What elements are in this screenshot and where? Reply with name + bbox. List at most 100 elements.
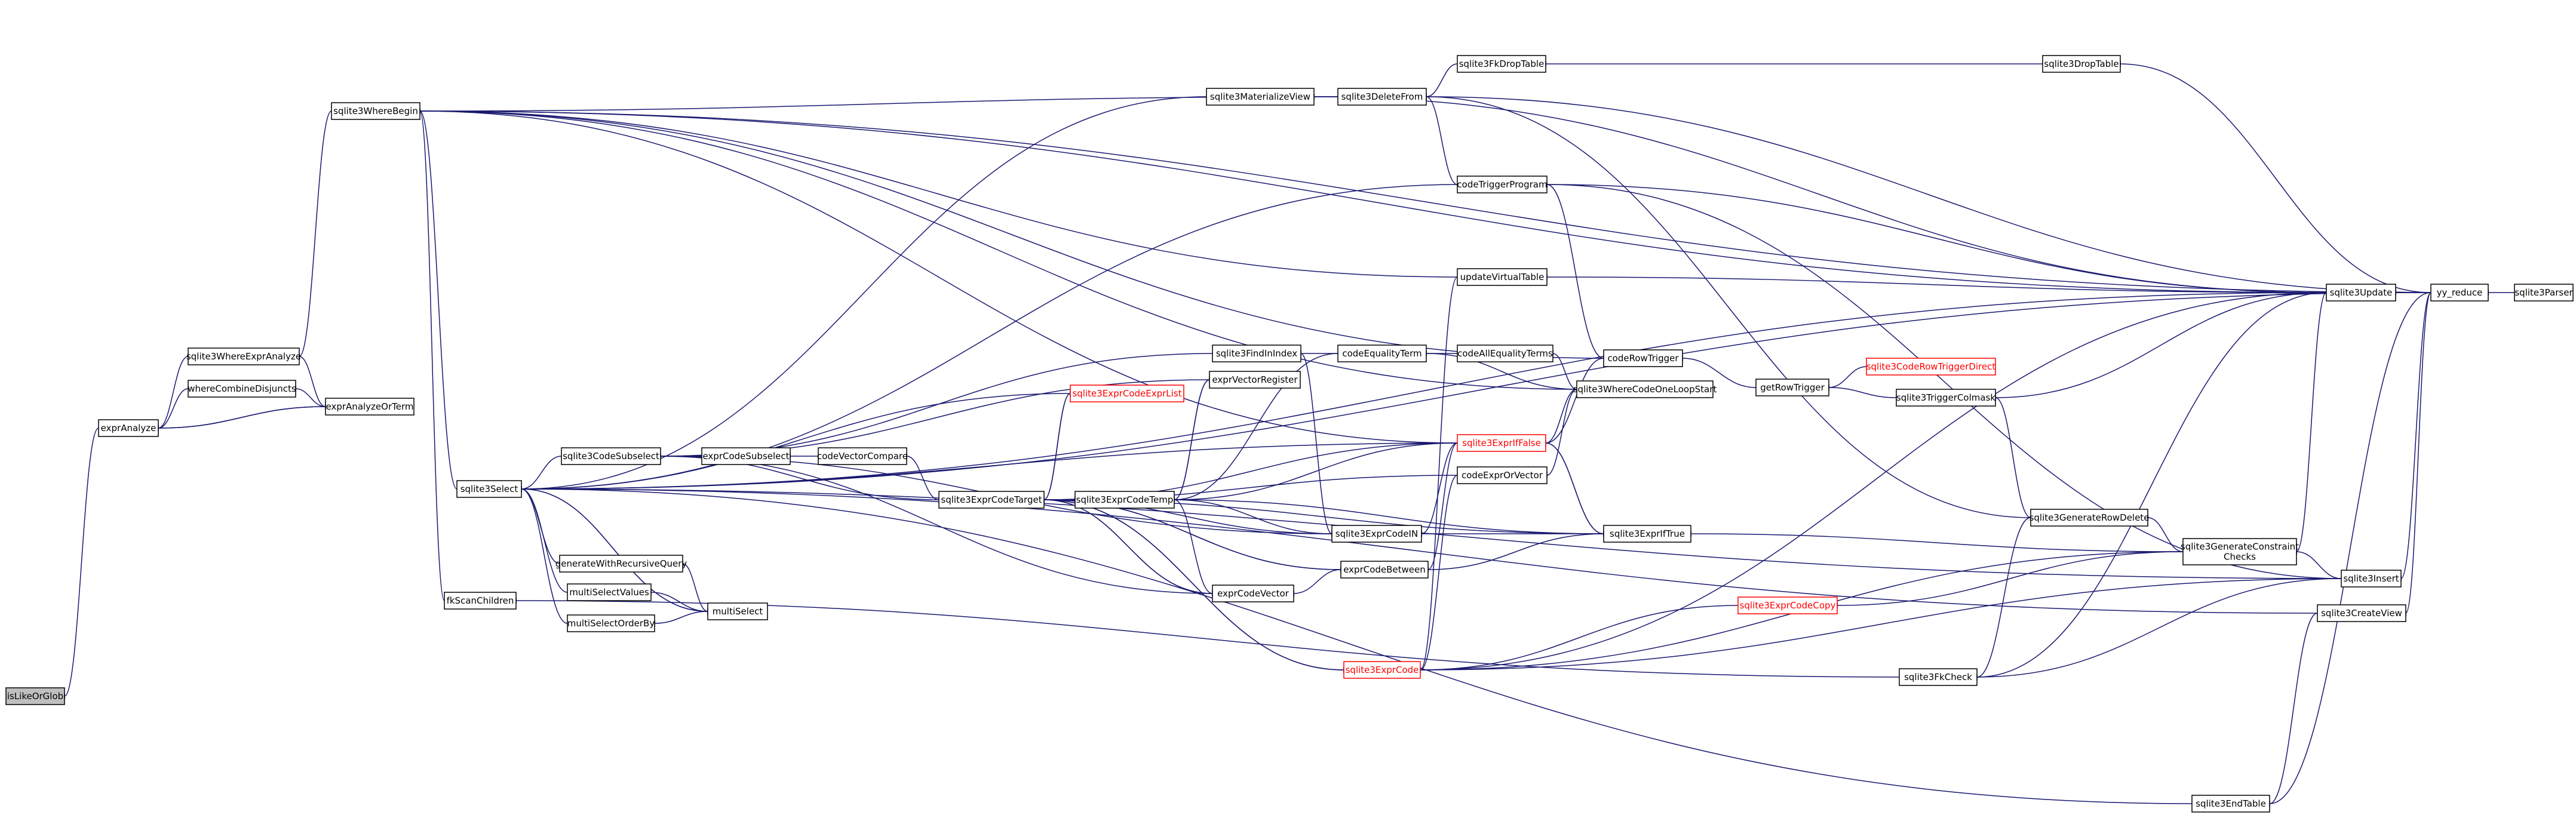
node-box <box>456 480 522 498</box>
node-box <box>1457 176 1548 193</box>
node-box <box>1457 434 1546 452</box>
node-codeExprOrVector[interactable]: codeExprOrVector <box>1457 466 1548 484</box>
edge-sqlite3Insert-yy_reduce <box>2395 292 2431 582</box>
edge-sqlite3ExprCodeTemp-sqlite3ExprIfFalse <box>1168 442 1458 503</box>
node-sqlite3Select[interactable]: sqlite3Select <box>456 480 522 498</box>
node-sqlite3TriggerColmask[interactable]: sqlite3TriggerColmask <box>1896 389 1996 407</box>
node-sqlite3ExprCodeTarget[interactable]: sqlite3ExprCodeTarget <box>938 491 1045 509</box>
edge-sqlite3ExprCodeCopy-sqlite3GenerateConstraintChecks <box>1831 551 2184 609</box>
node-codeEqualityTerm[interactable]: codeEqualityTerm <box>1337 345 1427 362</box>
node-label: whereCombineDisjuncts <box>188 383 296 394</box>
node-exprAnalyze[interactable]: exprAnalyze <box>98 419 159 437</box>
node-fkScanChildren[interactable]: fkScanChildren <box>444 592 517 610</box>
edge-sqlite3ExprCode-sqlite3Update <box>1414 292 2327 673</box>
node-sqlite3GenerateRowDelete[interactable]: sqlite3GenerateRowDelete <box>2030 509 2150 527</box>
edge-sqlite3GenerateConstraintChecks-sqlite3Update <box>2291 292 2327 555</box>
node-sqlite3ExprIfFalse[interactable]: sqlite3ExprIfFalse <box>1457 434 1546 452</box>
edge-sqlite3DeleteFrom-codeTriggerProgram <box>1420 93 1458 185</box>
node-sqlite3CreateView[interactable]: sqlite3CreateView <box>2317 604 2406 622</box>
node-box <box>98 419 159 437</box>
node-label: sqlite3GenerateRowDelete <box>2030 512 2150 523</box>
node-sqlite3ExprIfTrue[interactable]: sqlite3ExprIfTrue <box>1603 525 1691 543</box>
node-box <box>1457 268 1548 286</box>
node-sqlite3FkCheck[interactable]: sqlite3FkCheck <box>1899 668 1978 686</box>
edge-sqlite3ExprCode-sqlite3ExprCodeTarget <box>1043 499 1350 673</box>
node-exprCodeBetween[interactable]: exprCodeBetween <box>1340 561 1429 579</box>
edge-sqlite3Select-sqlite3CodeSubselect <box>515 456 562 493</box>
edge-sqlite3ExprCodeIN-sqlite3ExprIfFalse <box>1416 442 1458 537</box>
node-label: sqlite3ExprIfFalse <box>1462 438 1541 448</box>
node-getRowTrigger[interactable]: getRowTrigger <box>1755 379 1829 396</box>
node-exprCodeSubselect[interactable]: exprCodeSubselect <box>701 447 791 465</box>
node-updateVirtualTable[interactable]: updateVirtualTable <box>1457 268 1548 286</box>
node-box <box>1331 525 1422 543</box>
node-sqlite3ExprCode[interactable]: sqlite3ExprCode <box>1343 661 1421 679</box>
node-sqlite3ExprCodeIN[interactable]: sqlite3ExprCodeIN <box>1331 525 1422 543</box>
node-sqlite3WhereExprAnalyze[interactable]: sqlite3WhereExprAnalyze <box>186 347 301 365</box>
node-sqlite3CodeSubselect[interactable]: sqlite3CodeSubselect <box>561 447 661 465</box>
node-whereCombineDisjuncts[interactable]: whereCombineDisjuncts <box>188 380 296 398</box>
node-yy_reduce[interactable]: yy_reduce <box>2430 284 2489 302</box>
node-box <box>325 398 415 416</box>
node-sqlite3FindInIndex[interactable]: sqlite3FindInIndex <box>1212 345 1301 362</box>
node-box <box>1737 596 1838 614</box>
node-box <box>1340 561 1429 579</box>
node-isLikeOrGlob[interactable]: isLikeOrGlob <box>5 687 65 705</box>
node-label: getRowTrigger <box>1760 382 1825 393</box>
edge-sqlite3ExprCode-codeExprOrVector <box>1414 475 1458 673</box>
edge-exprAnalyzeOrTerm-exprAnalyze <box>158 403 331 429</box>
edge-sqlite3FindInIndex-sqlite3ExprCodeIN <box>1295 350 1332 534</box>
node-sqlite3DeleteFrom[interactable]: sqlite3DeleteFrom <box>1337 88 1427 106</box>
node-sqlite3Parser[interactable]: sqlite3Parser <box>2514 284 2574 302</box>
node-label: codeAllEqualityTerms <box>1457 348 1553 359</box>
edge-getRowTrigger-sqlite3CodeRowTriggerDirect <box>1823 366 1867 391</box>
edge-sqlite3GenerateConstraintChecks-sqlite3Insert <box>2291 548 2342 579</box>
node-box <box>567 583 652 601</box>
node-multiSelectValues[interactable]: multiSelectValues <box>567 583 652 601</box>
node-sqlite3ExprCodeExprList[interactable]: sqlite3ExprCodeExprList <box>1070 385 1184 402</box>
graph-nodes: isLikeOrGlob exprAnalyze sqlite3WhereExprA… <box>5 55 2574 813</box>
node-codeRowTrigger[interactable]: codeRowTrigger <box>1603 349 1683 367</box>
node-sqlite3WhereCodeOneLoopStart[interactable]: sqlite3WhereCodeOneLoopStart <box>1573 380 1717 398</box>
node-codeAllEqualityTerms[interactable]: codeAllEqualityTerms <box>1457 345 1553 362</box>
edge-isLikeOrGlob-exprAnalyze <box>59 428 99 700</box>
node-multiSelectOrderBy[interactable]: multiSelectOrderBy <box>567 614 655 632</box>
edge-sqlite3Select-sqlite3Update <box>515 292 2327 493</box>
node-exprAnalyzeOrTerm[interactable]: exprAnalyzeOrTerm <box>325 398 415 416</box>
node-label: sqlite3ExprCodeTemp <box>1076 494 1174 505</box>
node-sqlite3FkDropTable[interactable]: sqlite3FkDropTable <box>1457 55 1546 73</box>
node-sqlite3ExprCodeCopy[interactable]: sqlite3ExprCodeCopy <box>1737 596 1838 614</box>
edge-exprAnalyze-sqlite3WhereExprAnalyze <box>152 356 189 432</box>
node-sqlite3Insert[interactable]: sqlite3Insert <box>2341 570 2402 588</box>
node-box <box>561 447 661 465</box>
node-sqlite3EndTable[interactable]: sqlite3EndTable <box>2191 795 2270 813</box>
node-exprCodeVector[interactable]: exprCodeVector <box>1212 585 1294 602</box>
node-label: sqlite3FkCheck <box>1904 672 1972 682</box>
edge-sqlite3ExprCodeTemp-sqlite3ExprCodeIN <box>1168 496 1332 534</box>
node-sqlite3ExprCodeTemp[interactable]: sqlite3ExprCodeTemp <box>1074 491 1175 509</box>
node-codeVectorCompare[interactable]: codeVectorCompare <box>817 447 908 465</box>
node-box <box>1206 88 1315 106</box>
edge-codeAllEqualityTerms-sqlite3WhereCodeOneLoopStart <box>1547 350 1577 390</box>
edge-sqlite3WhereBegin-updateVirtualTable <box>414 107 1458 278</box>
node-sqlite3DropTable[interactable]: sqlite3DropTable <box>2042 55 2121 73</box>
node-codeTriggerProgram[interactable]: codeTriggerProgram <box>1457 176 1548 193</box>
edge-multiSelect-sqlite3Select <box>521 488 714 615</box>
node-label: sqlite3DropTable <box>2044 59 2118 69</box>
edge-multiSelectOrderBy-multiSelect <box>649 611 708 627</box>
node-sqlite3CodeRowTriggerDirect[interactable]: sqlite3CodeRowTriggerDirect <box>1866 358 1996 376</box>
edge-sqlite3TriggerColmask-sqlite3Update <box>1989 292 2327 401</box>
node-exprVectorRegister[interactable]: exprVectorRegister <box>1209 371 1301 389</box>
node-multiSelect[interactable]: multiSelect <box>707 602 768 620</box>
edge-codeTriggerProgram-codeRowTrigger <box>1541 181 1604 359</box>
node-sqlite3WhereBegin[interactable]: sqlite3WhereBegin <box>331 102 420 120</box>
node-label: sqlite3MaterializeView <box>1210 91 1310 102</box>
node-box <box>1457 466 1548 484</box>
edge-sqlite3WhereBegin-sqlite3ExprIfFalse <box>414 107 1458 444</box>
node-label: sqlite3WhereCodeOneLoopStart <box>1573 384 1717 395</box>
node-sqlite3Update[interactable]: sqlite3Update <box>2326 284 2396 302</box>
node-generateWithRecursiveQuery[interactable]: generateWithRecursiveQuery <box>555 555 687 573</box>
node-sqlite3MaterializeView[interactable]: sqlite3MaterializeView <box>1206 88 1315 106</box>
